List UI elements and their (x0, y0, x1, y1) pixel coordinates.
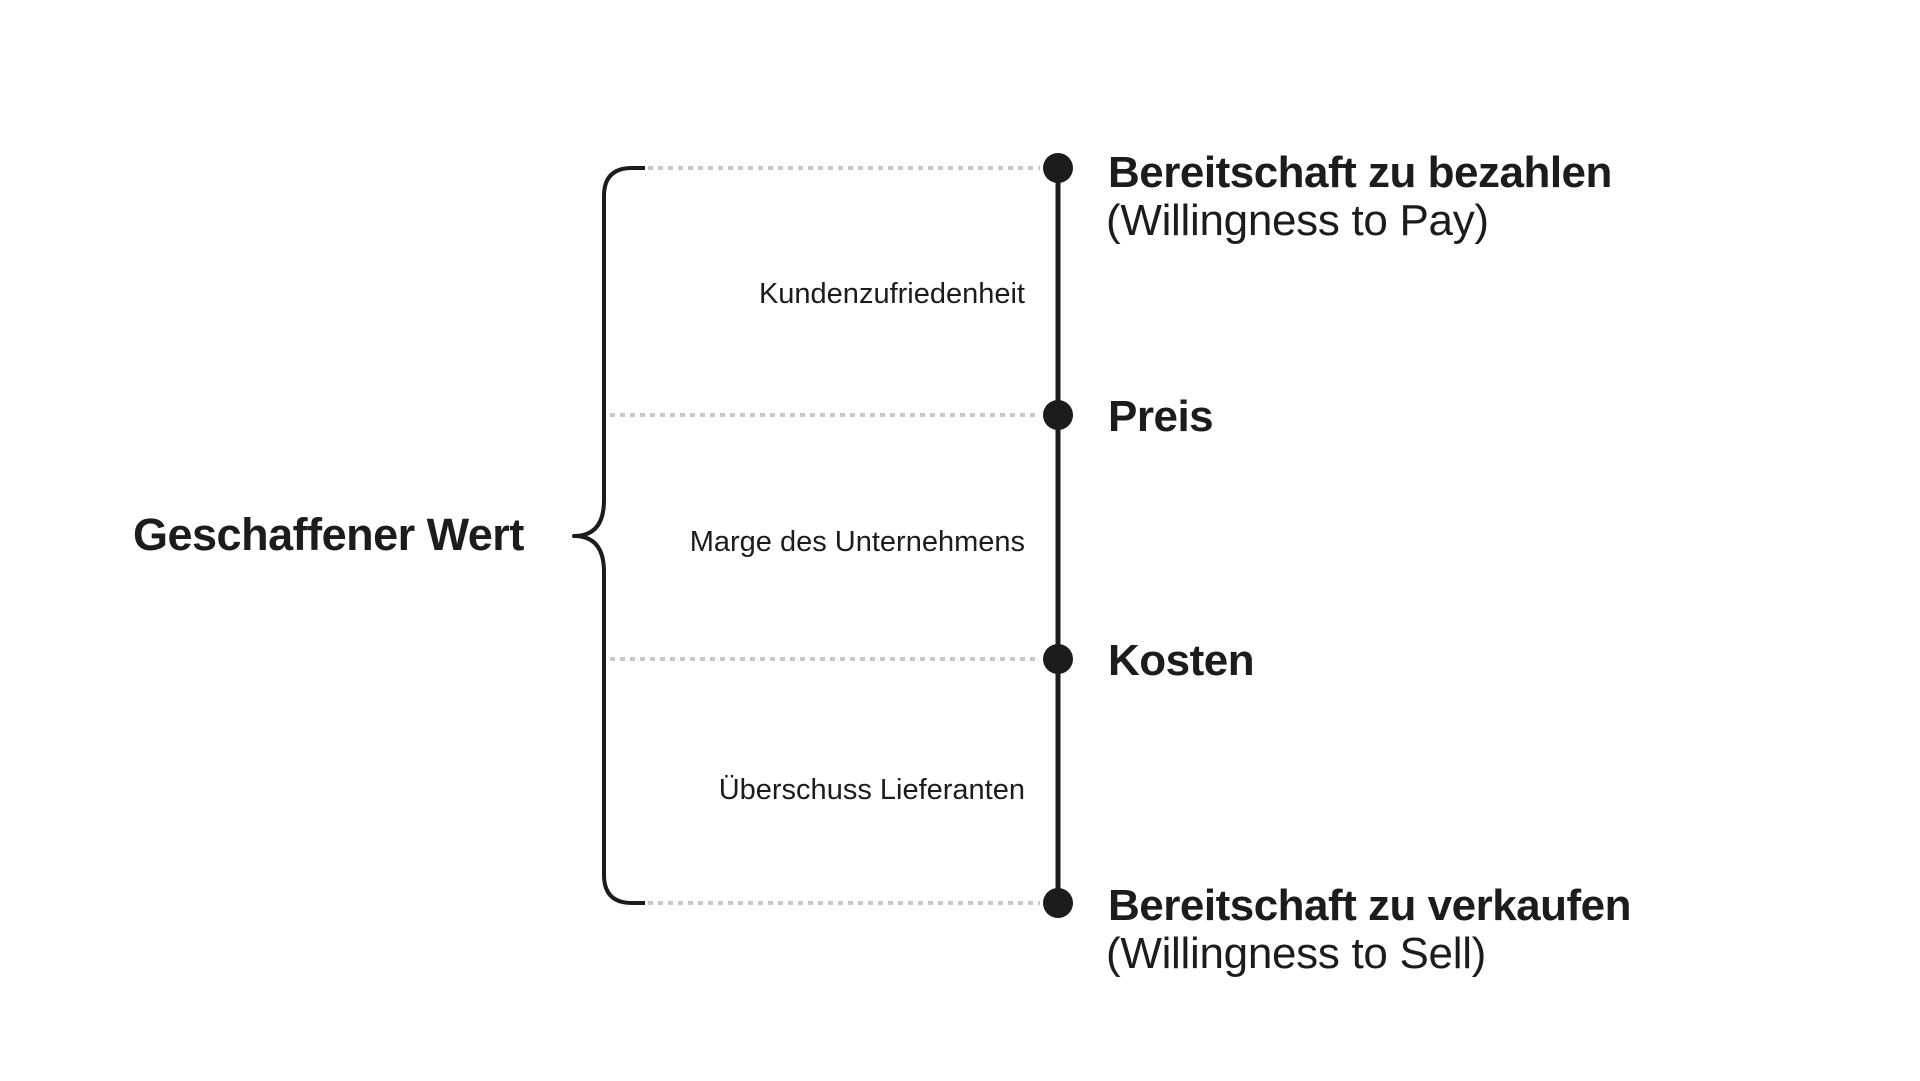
level-title-willingness-to-pay: Bereitschaft zu bezahlen (1108, 148, 1612, 197)
level-subtitle-willingness-to-sell: (Willingness to Sell) (1106, 929, 1487, 978)
level-title-cost: Kosten (1108, 636, 1255, 685)
level-subtitle-willingness-to-pay: (Willingness to Pay) (1106, 196, 1489, 245)
node-wts (1043, 888, 1073, 918)
segment-label-supplier-surplus: Überschuss Lieferanten (718, 774, 1025, 806)
level-title-willingness-to-sell: Bereitschaft zu verkaufen (1108, 881, 1632, 930)
created-value-label: Geschaffener Wert (133, 509, 524, 560)
node-wtp (1043, 153, 1073, 183)
node-price (1043, 400, 1073, 430)
level-title-price: Preis (1108, 392, 1214, 441)
node-cost (1043, 644, 1073, 674)
segment-label-customer-satisfaction: Kundenzufriedenheit (758, 278, 1025, 310)
curly-brace (572, 166, 645, 905)
segment-label-company-margin: Marge des Unternehmens (689, 526, 1025, 558)
